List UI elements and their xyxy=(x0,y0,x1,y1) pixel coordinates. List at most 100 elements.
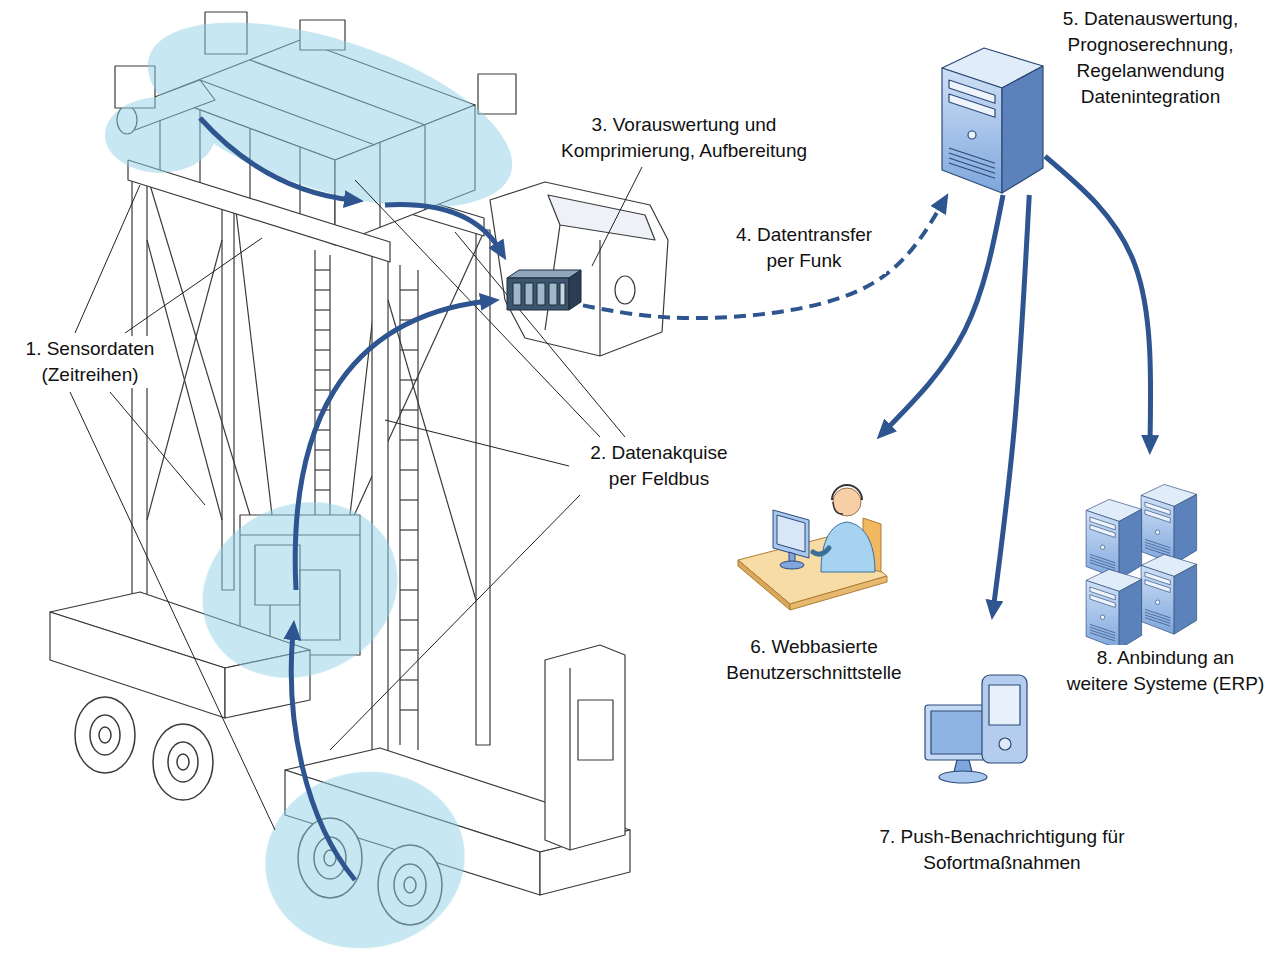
ladder xyxy=(315,449,330,450)
ctrl-icon xyxy=(537,283,545,305)
ladder xyxy=(315,309,330,310)
ladder xyxy=(329,255,330,515)
ladder xyxy=(417,270,418,750)
ctrl-icon xyxy=(505,268,583,312)
ladder xyxy=(400,289,418,290)
controller-box: 3. Vorauswertung und Komprimierung, Aufb… xyxy=(505,268,583,312)
driver-cab xyxy=(548,195,655,240)
caption-text: 5. Datenauswertung, Prognoserechnung, Re… xyxy=(1051,6,1250,110)
ctrl-icon xyxy=(525,283,533,305)
ladder xyxy=(400,469,418,470)
server-icon xyxy=(949,94,995,117)
leader-line xyxy=(330,495,580,750)
devices-icon xyxy=(925,675,1027,783)
front-post xyxy=(372,252,388,760)
driver-cab xyxy=(599,240,600,356)
caption-text: 6. Webbasierte Benutzerschnittstelle xyxy=(712,634,916,686)
leader-line xyxy=(385,420,569,466)
devices-icon xyxy=(989,685,1020,725)
leader-line xyxy=(75,185,140,333)
erp-icon xyxy=(1155,600,1159,604)
flow-arrow xyxy=(885,195,1003,431)
server-icon xyxy=(942,68,1002,193)
user-icon xyxy=(813,548,829,554)
user-icon xyxy=(790,576,887,610)
leader-line xyxy=(110,392,205,505)
wheel xyxy=(99,727,111,743)
mobile-devices: 7. Push-Benachrichtigung für Sofortmaßna… xyxy=(920,620,1040,800)
sensor-flow-arrow xyxy=(200,118,352,200)
user-icon xyxy=(832,485,862,500)
ladder xyxy=(400,649,418,650)
leader-line xyxy=(125,238,262,333)
driver-cab xyxy=(490,182,668,356)
caption-text: 3. Vorauswertung und Komprimierung, Aufb… xyxy=(552,112,816,164)
caption-text: 7. Push-Benachrichtigung für Sofortmaßna… xyxy=(865,824,1139,876)
ladder xyxy=(315,329,330,330)
sensor-region xyxy=(105,97,215,173)
motor-unit xyxy=(478,74,516,114)
ladder xyxy=(315,369,330,370)
connector-layer xyxy=(583,156,1151,608)
sensor-region xyxy=(251,756,479,956)
server-icon xyxy=(1002,66,1043,193)
user-icon xyxy=(833,502,843,514)
user-icon xyxy=(777,515,805,552)
erp-icon xyxy=(1141,484,1197,564)
ctrl-icon xyxy=(507,278,569,310)
sensor-flow-arrow xyxy=(200,118,500,880)
ctrl-icon xyxy=(560,283,565,305)
erp-icon xyxy=(1174,494,1197,564)
server-icon xyxy=(942,48,1043,193)
ladder xyxy=(400,409,418,410)
ladder xyxy=(315,489,330,490)
sensor-region xyxy=(105,0,534,956)
leader-line xyxy=(592,167,642,266)
erp-icon xyxy=(1085,455,1205,645)
ctrl-icon xyxy=(569,270,581,310)
devices-icon xyxy=(939,771,987,783)
user-icon xyxy=(780,561,804,569)
erp-icon xyxy=(1119,509,1142,579)
erp-servers: 8. Anbindung an weitere Systeme (ERP) xyxy=(1085,455,1205,645)
server-node: 5. Datenauswertung, Prognoserechnung, Re… xyxy=(940,40,1045,195)
tie-rod xyxy=(388,300,476,600)
ladder xyxy=(400,349,418,350)
rear-post xyxy=(222,150,234,590)
ladder xyxy=(399,265,400,745)
flow-arrow xyxy=(1045,156,1151,443)
rear-chassis xyxy=(50,612,225,718)
wheel-housing xyxy=(545,645,625,850)
wheel xyxy=(75,697,213,800)
erp-icon xyxy=(1174,564,1197,634)
callout-label: 1. Sensordaten (Zeitreihen) xyxy=(8,336,172,388)
flow-arrow xyxy=(993,195,1029,608)
driver-cab xyxy=(615,276,635,304)
erp-icon xyxy=(1100,615,1104,619)
erp-icon xyxy=(1119,579,1142,649)
devices-icon xyxy=(920,620,1040,800)
erp-icon xyxy=(1145,580,1170,593)
erp-icon xyxy=(1090,525,1115,538)
leader-line xyxy=(70,167,642,830)
rear-post xyxy=(476,230,490,745)
ladder xyxy=(315,469,330,470)
edge-label: 4. Datentransfer per Funk xyxy=(722,222,886,274)
user-icon xyxy=(738,485,887,610)
caption-text: 8. Anbindung an weitere Systeme (ERP) xyxy=(1063,645,1268,697)
erp-icon xyxy=(1100,545,1104,549)
leader-line xyxy=(70,392,275,830)
erp-icon xyxy=(1086,510,1119,579)
ladder xyxy=(400,559,418,560)
wheel-housing xyxy=(545,645,625,850)
erp-icon xyxy=(1086,569,1142,649)
erp-icon xyxy=(1141,495,1174,564)
ctrl-icon xyxy=(549,283,557,305)
front-post xyxy=(132,170,147,625)
devices-icon xyxy=(954,760,972,772)
ctrl-icon xyxy=(513,283,521,305)
ladder xyxy=(400,529,418,530)
erp-icon xyxy=(1141,565,1174,634)
erp-icon xyxy=(1086,484,1197,649)
ladder xyxy=(315,269,330,270)
